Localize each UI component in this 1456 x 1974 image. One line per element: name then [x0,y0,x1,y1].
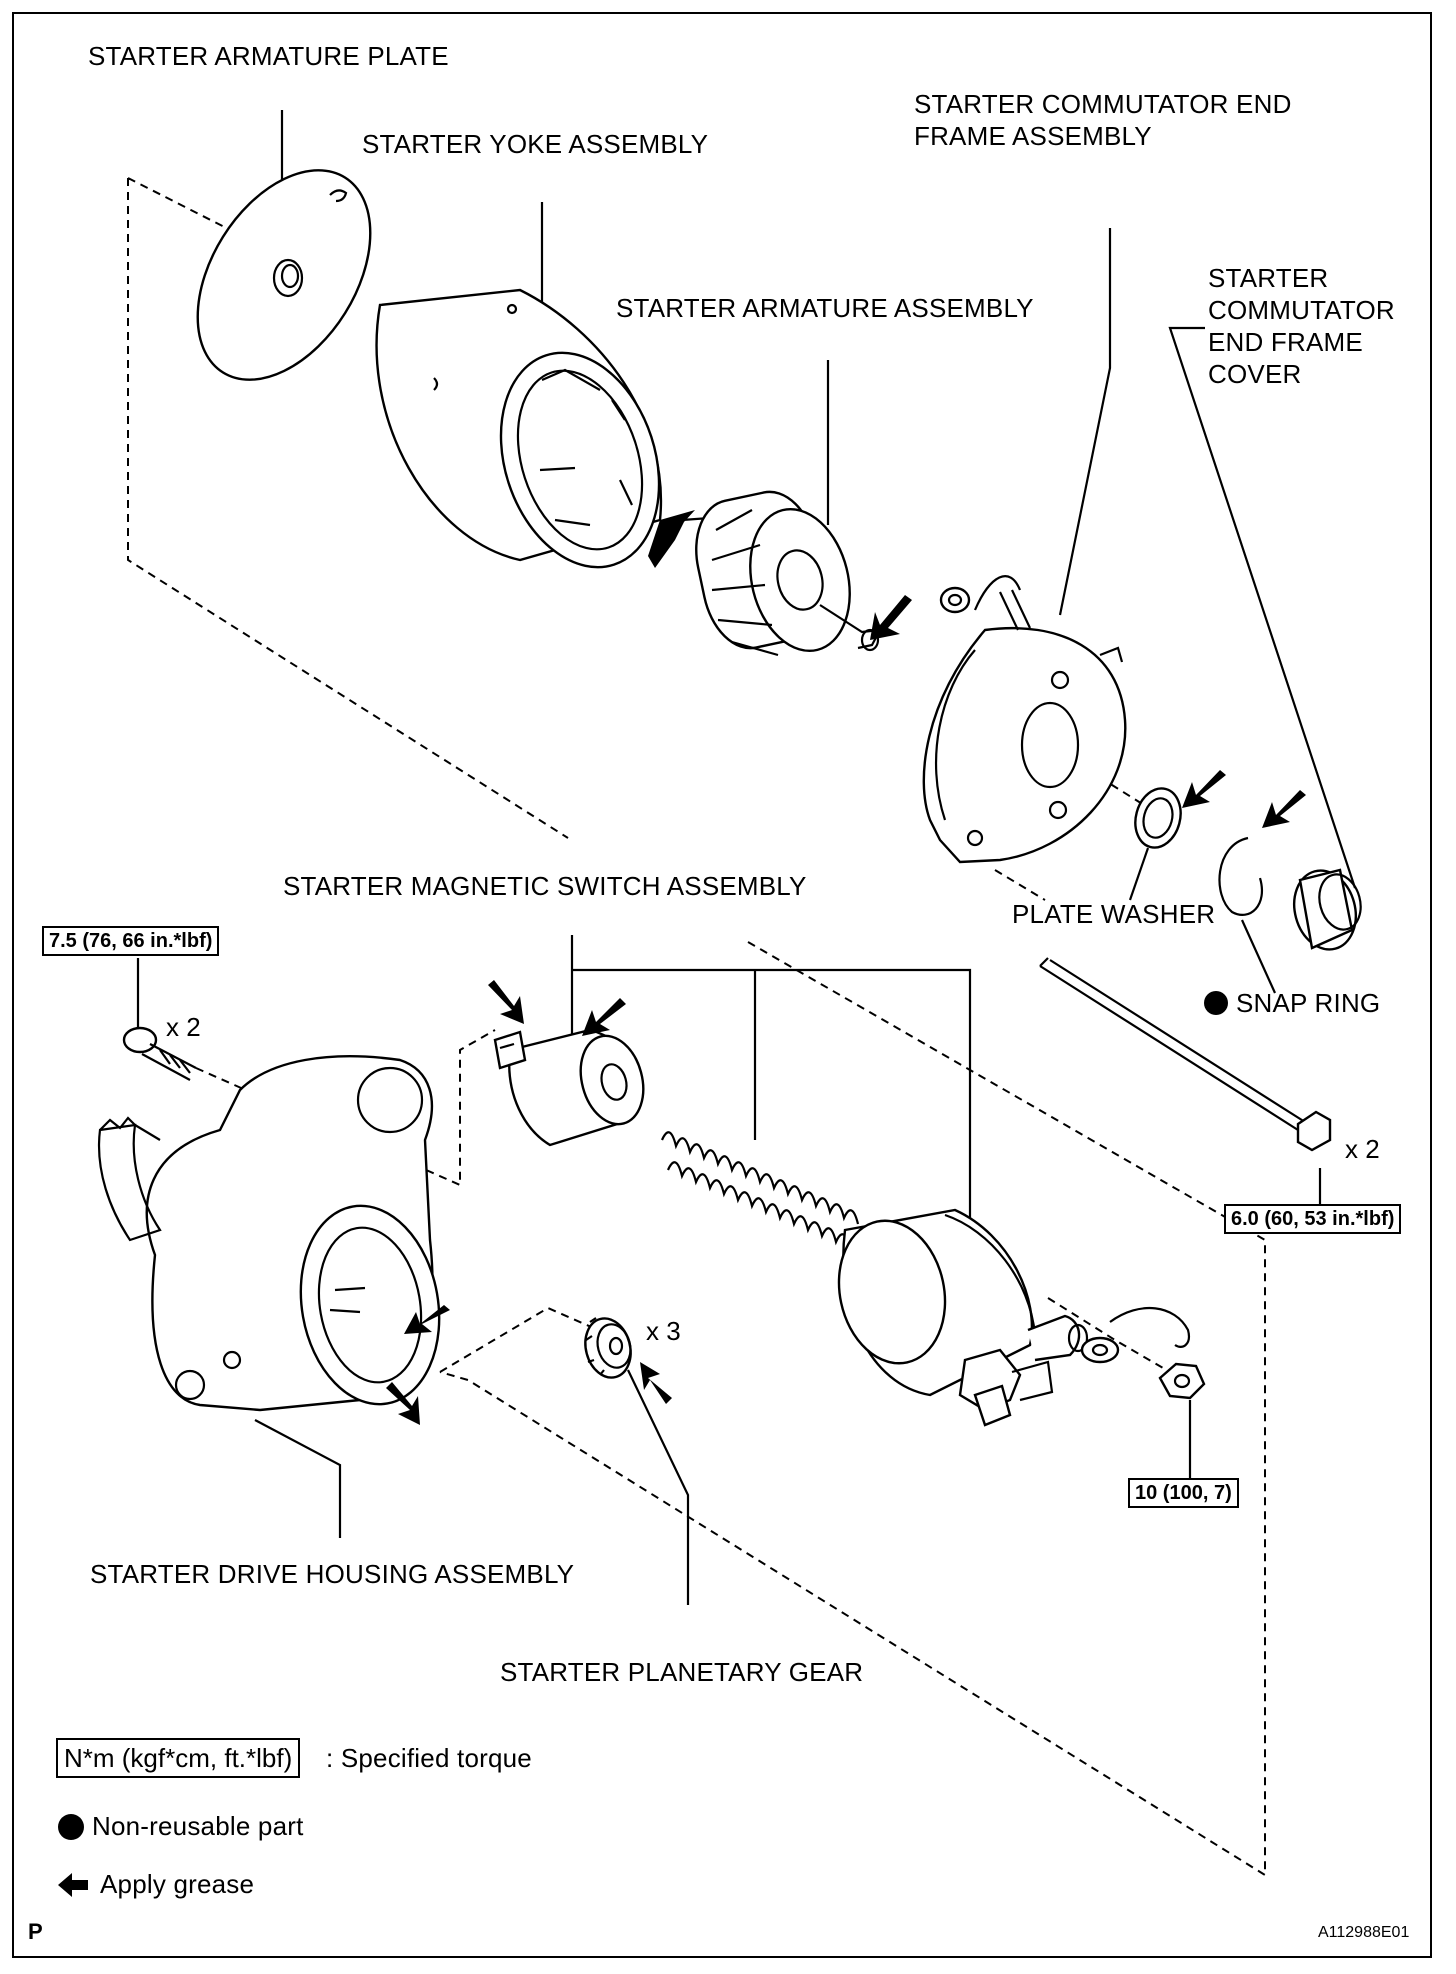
end-frame-cover-part [1293,868,1362,951]
label-snap-ring: SNAP RING [1236,988,1381,1018]
qty-planetary-gear: x 3 [646,1316,681,1346]
housing-bolt-part [122,1026,197,1081]
label-magnetic-switch: STARTER MAGNETIC SWITCH ASSEMBLY [283,871,807,901]
leader-end-frame [1058,228,1112,616]
leader-snap-ring [1240,919,1277,994]
return-spring-part [660,1131,860,1249]
grease-arrow-icon-housing-upper [404,1305,450,1334]
footer-mark: P [28,1919,43,1944]
planetary-gear-part [584,1317,632,1379]
label-armature-plate: STARTER ARMATURE PLATE [88,41,449,71]
leader-planetary-gear [627,1369,690,1605]
label-end-frame-line1: STARTER COMMUTATOR END [914,89,1292,119]
grease-arrow-icon-washer [1182,770,1226,808]
legend-non-reusable: Non-reusable part [92,1811,304,1841]
label-cover-line4: COVER [1208,359,1302,389]
leader-plate-washer [1128,847,1150,901]
grease-arrow-icon-housing-lower [386,1382,420,1425]
guide-dashed-right [439,941,1266,1877]
legend-torque-desc: : Specified torque [326,1743,532,1773]
armature-plate-part [196,169,372,381]
leader-drive-housing [254,1419,342,1538]
non-reusable-icon-snap-ring [1204,991,1228,1015]
label-end-frame-line2: FRAME ASSEMBLY [914,121,1152,151]
label-planetary-gear: STARTER PLANETARY GEAR [500,1657,864,1687]
legend-torque-unit: N*m (kgf*cm, ft.*lbf) [56,1738,301,1778]
qty-through-bolt: x 2 [1345,1134,1380,1164]
through-bolt-part [1039,957,1332,1152]
grease-arrow-icon-snap-ring [1262,790,1306,828]
end-frame-assembly-part [922,575,1127,864]
label-yoke-assembly: STARTER YOKE ASSEMBLY [362,129,709,159]
plate-washer-part [1134,787,1182,849]
diagram-frame [12,12,1432,1958]
plunger-part [493,1028,645,1147]
label-plate-washer: PLATE WASHER [1012,899,1216,929]
label-cover-line1: STARTER [1208,263,1329,293]
guide-dashed-axis-bolt [994,869,1046,901]
armature-assembly-part [681,490,882,657]
snap-ring-part [1218,836,1263,916]
label-armature-assembly: STARTER ARMATURE ASSEMBLY [616,293,1034,323]
leader-cover [1168,326,1357,889]
grease-arrow-icon-plunger-left [488,980,524,1024]
torque-box-housing-bolt: 7.5 (76, 66 in.*lbf) [42,926,220,956]
label-drive-housing: STARTER DRIVE HOUSING ASSEMBLY [90,1559,575,1589]
torque-box-terminal-nut: 10 (100, 7) [1128,1478,1239,1508]
terminal-lead-part [1080,1306,1190,1364]
label-cover-line3: END FRAME [1208,327,1363,357]
grease-arrow-icon [58,1873,88,1897]
magnetic-switch-part [837,1208,1089,1427]
torque-box-through-bolt: 6.0 (60, 53 in.*lbf) [1224,1204,1402,1234]
grease-arrow-icon-plunger-right [582,998,626,1036]
grease-arrow-icon-armature-left [648,510,695,568]
grease-arrow-icon-armature-right [870,595,912,640]
label-cover-line2: COMMUTATOR [1208,295,1395,325]
qty-housing-bolt: x 2 [166,1012,201,1042]
terminal-nut-part [1158,1362,1206,1400]
filled-circle-icon [58,1814,84,1840]
guide-dashed-gear [439,1306,599,1373]
yoke-assembly-part [375,288,663,569]
legend-apply-grease: Apply grease [100,1869,255,1899]
drive-housing-part [98,1055,441,1412]
figure-id: A112988E01 [1318,1924,1410,1941]
grease-arrow-icon-planetary-gear [640,1362,672,1404]
